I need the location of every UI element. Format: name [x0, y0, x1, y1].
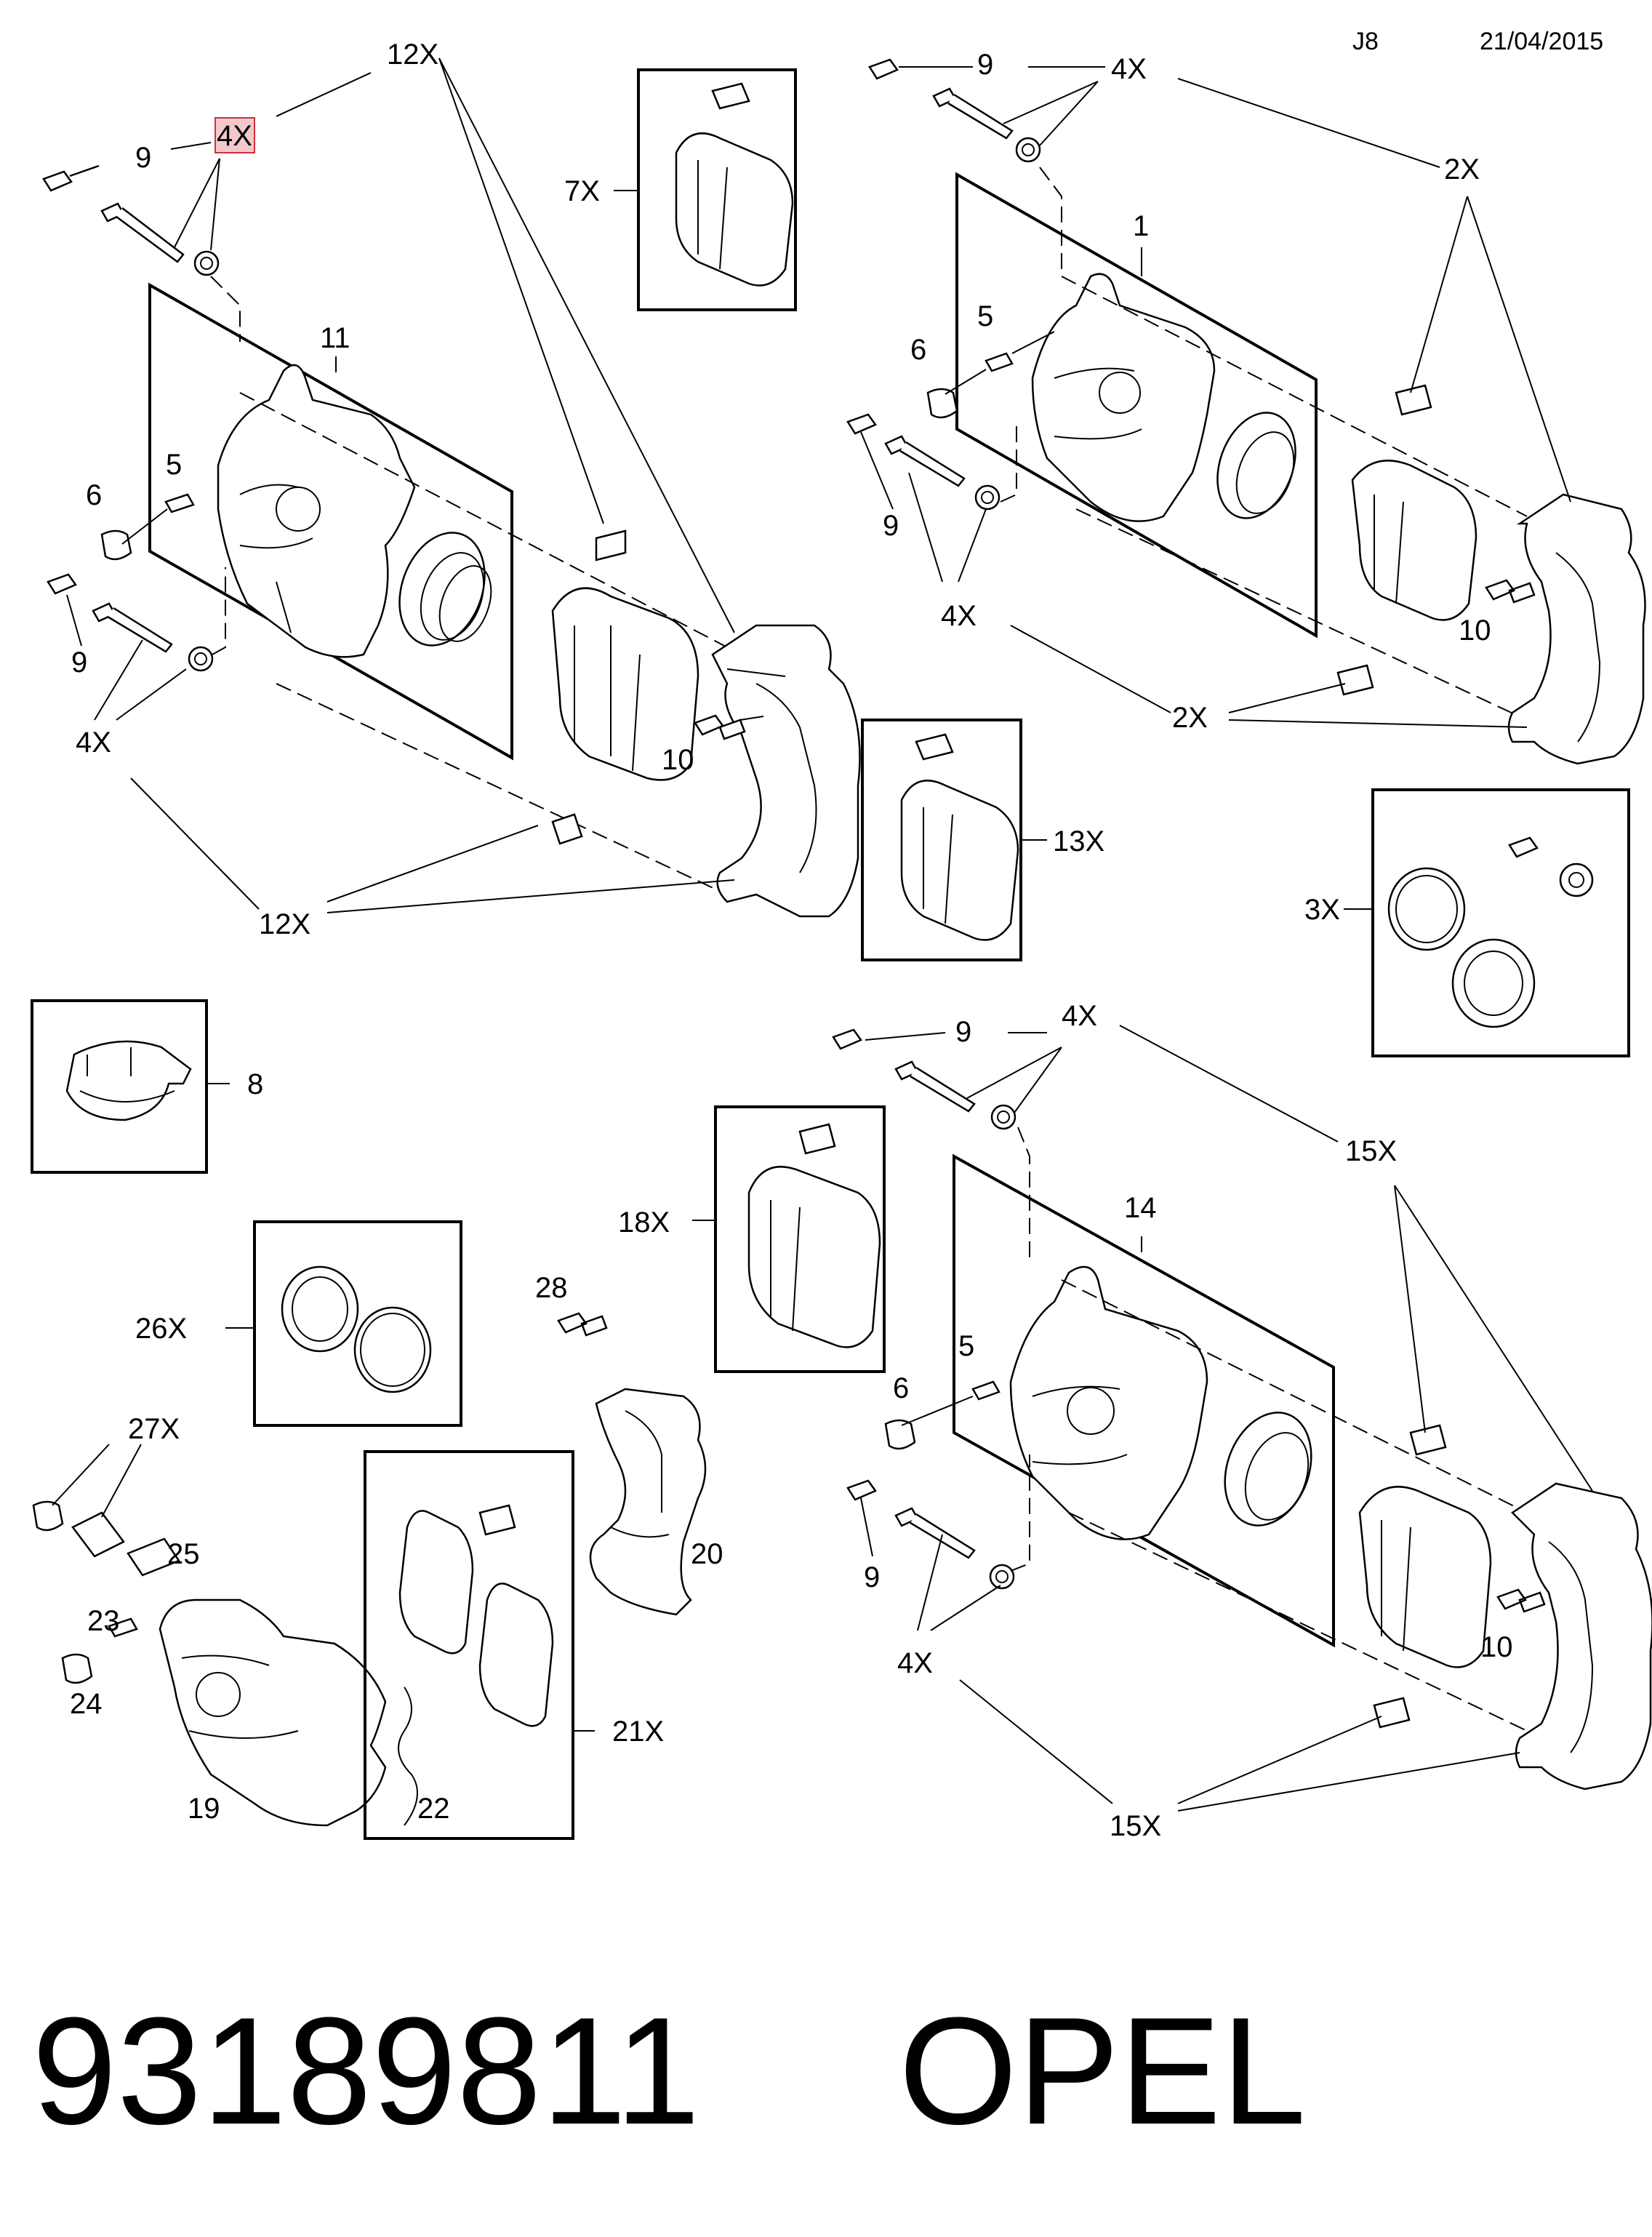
callout-20: 20 — [691, 1538, 723, 1570]
callout-6-left: 6 — [86, 479, 102, 511]
callout-6-right: 6 — [910, 334, 926, 366]
callout-4x-top-right: 4X — [1111, 53, 1147, 85]
callout-2x-bottom: 2X — [1172, 702, 1208, 734]
callout-19: 19 — [188, 1793, 220, 1825]
callout-4x-left-mid: 4X — [76, 727, 111, 759]
callouts: 12X 4X 9 7X 9 4X 2X 1 5 6 11 5 6 9 4X 10… — [70, 39, 1513, 1842]
callout-5-left: 5 — [166, 449, 182, 481]
pad-kit-13x — [861, 719, 1022, 961]
callout-14: 14 — [1124, 1192, 1157, 1224]
guide-bolt-set-top-left — [42, 164, 220, 276]
callout-10-lower: 10 — [1480, 1631, 1513, 1663]
callout-12x-bottom: 12X — [259, 908, 310, 940]
callout-15x-top: 15X — [1345, 1135, 1397, 1167]
callout-26x: 26X — [135, 1313, 187, 1345]
callout-5-right: 5 — [977, 300, 993, 332]
callout-27x: 27X — [128, 1413, 180, 1445]
guide-bolt-set-left-mid — [47, 573, 214, 672]
sheet-code: J8 — [1352, 28, 1379, 55]
assembly-1 — [846, 58, 1646, 765]
callout-9-top-right: 9 — [977, 49, 993, 81]
callout-4x-lower: 4X — [1062, 1000, 1097, 1032]
callout-5-lower: 5 — [958, 1330, 974, 1362]
seal-kit-26x — [253, 1220, 462, 1427]
pad-kit-7x — [637, 68, 797, 311]
callout-28: 28 — [535, 1272, 568, 1304]
callout-9-lower: 9 — [955, 1016, 971, 1048]
callout-15x-bottom: 15X — [1110, 1810, 1161, 1842]
callout-9-lower2: 9 — [864, 1561, 880, 1593]
assembly-14 — [832, 1025, 1652, 1812]
callout-12x-top: 12X — [387, 39, 438, 71]
callout-9-right-mid: 9 — [883, 510, 899, 542]
callout-4x-right-mid: 4X — [941, 600, 977, 632]
brand-name: OPEL — [899, 1985, 1306, 2156]
guide-bolt-set-top-right — [868, 58, 1041, 163]
callout-22: 22 — [417, 1793, 450, 1825]
callout-8: 8 — [247, 1068, 263, 1100]
guide-bolt-set-lower — [832, 1028, 1017, 1130]
callout-6-lower: 6 — [893, 1372, 909, 1404]
callout-highlight — [214, 117, 255, 153]
callout-10-left: 10 — [662, 744, 694, 776]
callout-9-left-mid: 9 — [71, 647, 87, 679]
revision-date: 21/04/2015 — [1480, 28, 1603, 55]
callout-10-right: 10 — [1459, 615, 1491, 647]
guide-bolt-set-right-mid — [846, 413, 1001, 511]
callout-21x: 21X — [612, 1716, 664, 1748]
lower-left-parts — [32, 1444, 387, 1827]
callout-24: 24 — [70, 1688, 103, 1720]
callout-9-top-left: 9 — [135, 142, 151, 174]
callout-3x: 3X — [1304, 894, 1340, 926]
callout-4x-highlighted: 4X — [217, 120, 252, 152]
callout-2x-top: 2X — [1444, 153, 1480, 185]
callout-25: 25 — [167, 1538, 200, 1570]
callout-7x: 7X — [564, 175, 600, 207]
callout-1: 1 — [1133, 210, 1149, 242]
part-number: 93189811 — [32, 1985, 700, 2156]
callout-23: 23 — [87, 1605, 120, 1637]
pad-kit-21x — [364, 1450, 574, 1840]
bracket-20 — [557, 1312, 707, 1616]
part-8-box — [31, 999, 208, 1174]
callout-18x: 18X — [618, 1206, 670, 1238]
seal-kit-3x — [1371, 788, 1630, 1057]
callout-11: 11 — [320, 322, 350, 354]
assembly-11 — [42, 57, 861, 918]
pad-kit-18x — [714, 1105, 886, 1373]
callout-13x: 13X — [1053, 825, 1104, 857]
callout-4x-lower2: 4X — [897, 1647, 933, 1679]
